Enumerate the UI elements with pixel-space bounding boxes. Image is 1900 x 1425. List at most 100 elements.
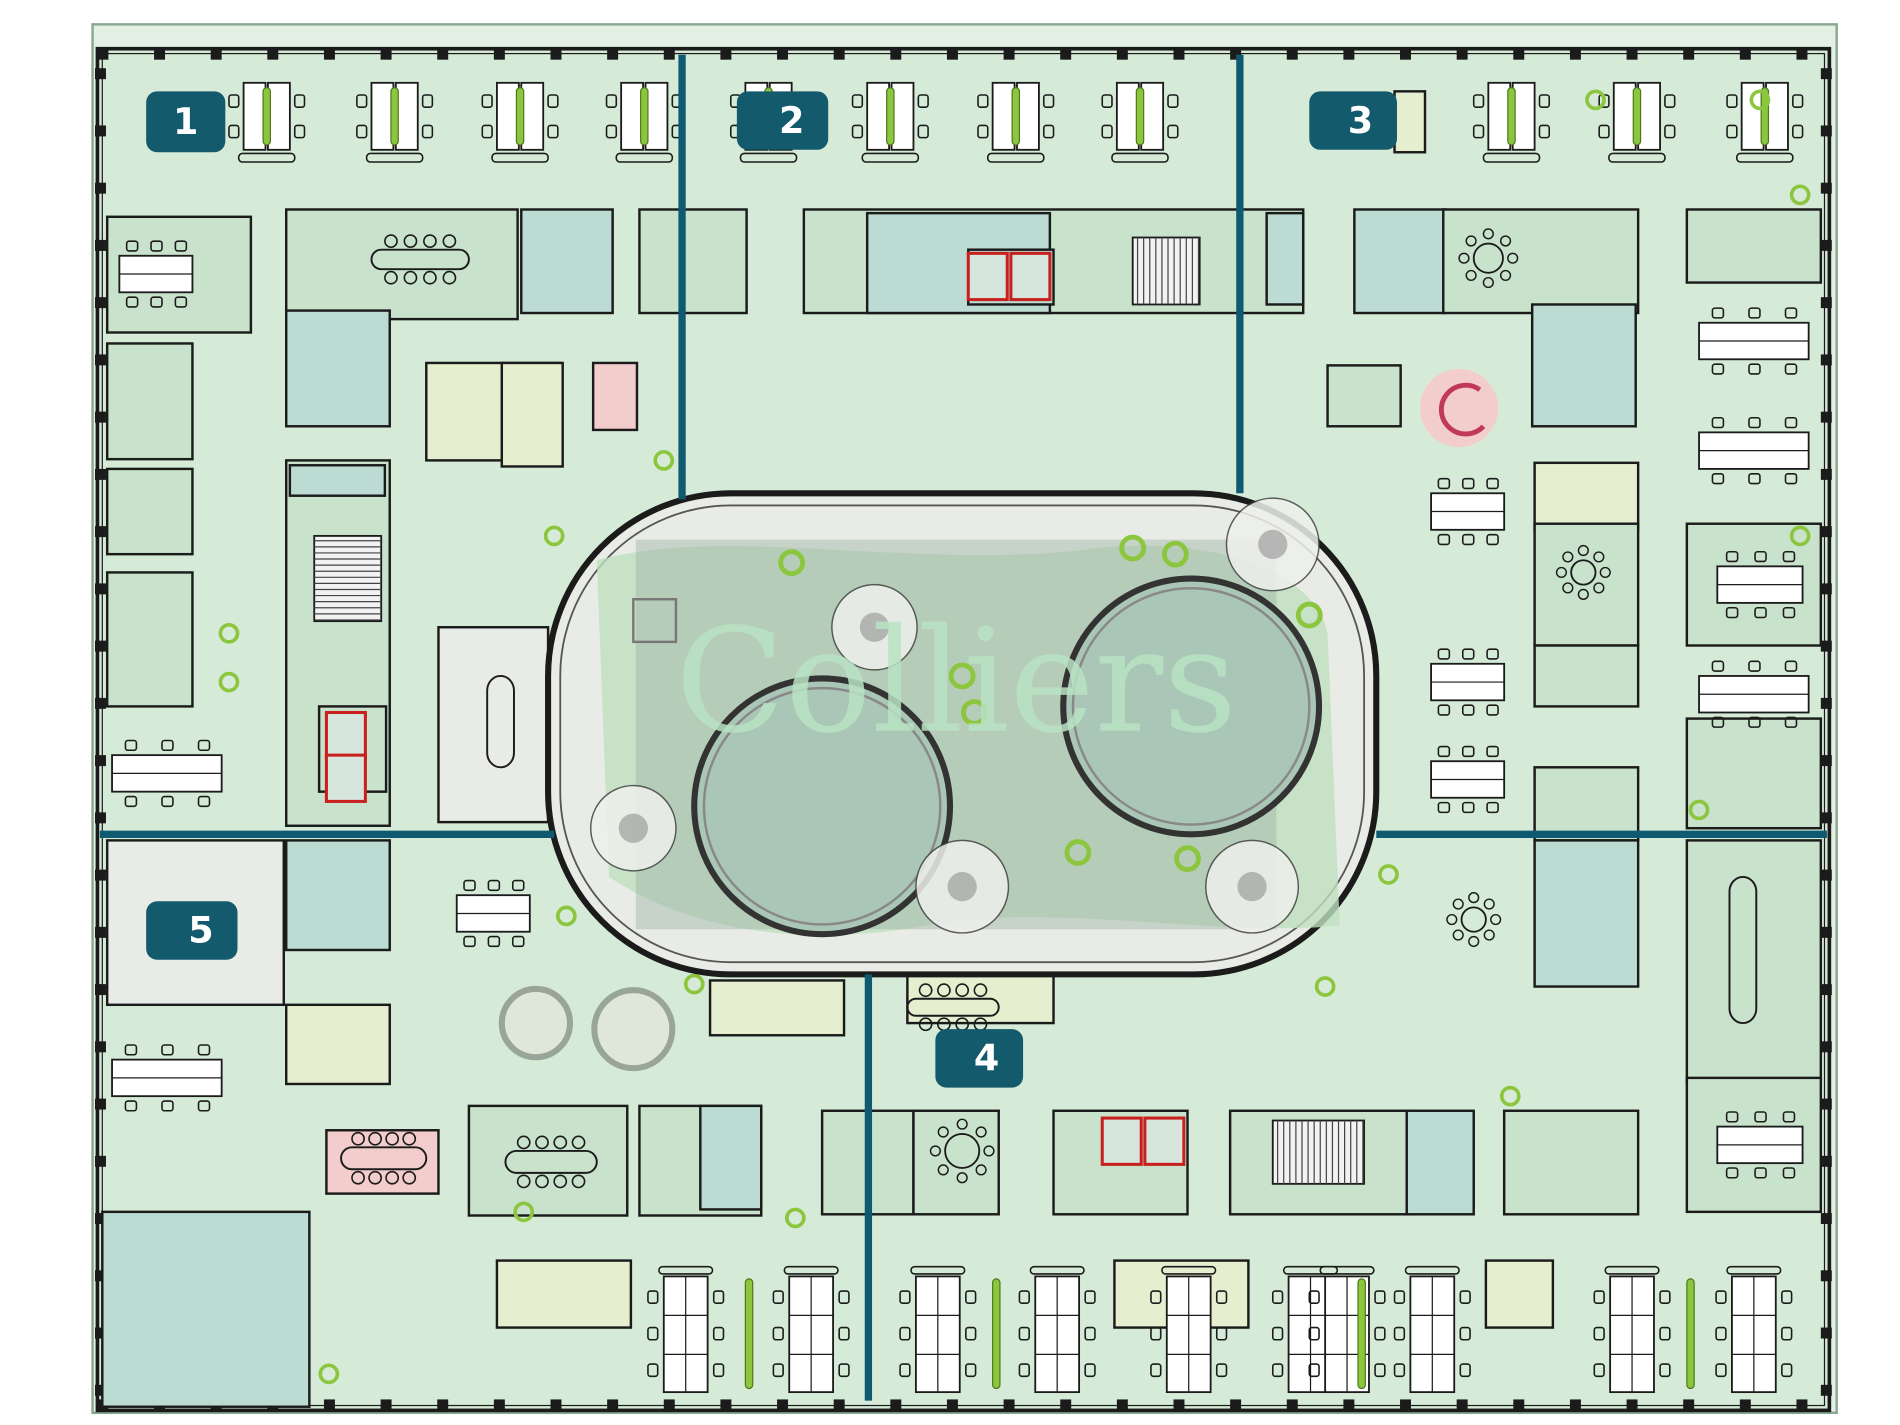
plant [318,1363,340,1385]
chair [973,983,988,998]
desk [1612,81,1637,151]
chair [174,296,188,308]
chair [917,94,929,108]
meeting-table [486,674,515,769]
bench [783,1265,839,1275]
zone-badge-label: 4 [974,1037,999,1080]
zone-dividers [99,54,1827,1401]
desk-cluster [899,1265,977,1394]
bench [910,1265,966,1275]
desk-cluster [1393,1265,1471,1394]
shrub [1119,534,1147,562]
chair [125,296,139,308]
chair [1711,660,1725,672]
chair [1748,307,1761,319]
room [285,1003,391,1086]
elevator [324,753,367,803]
chair [293,94,306,108]
chair [977,124,989,139]
zone-badge-5[interactable]: 5 [146,901,238,960]
plant [1789,525,1811,547]
chair [1784,307,1798,319]
desk-cluster [1430,477,1506,546]
chair [385,1170,400,1185]
pillar [1683,48,1695,60]
chair [917,124,929,139]
zone-badge-3[interactable]: 3 [1309,91,1397,150]
shrub [1064,839,1092,866]
pillar [550,1399,562,1411]
desk-cluster [977,81,1055,163]
planter [1011,87,1021,146]
pillar [1400,1399,1411,1411]
chair [356,94,368,108]
chair [1781,1290,1793,1304]
stair-frame [1131,236,1201,306]
chair [463,935,476,948]
pillar [95,411,106,423]
chair [1486,704,1499,716]
chair [1748,363,1761,375]
staircase [313,534,383,623]
chair [487,935,501,948]
pillar [1003,1399,1015,1411]
zone-badge-1[interactable]: 1 [146,91,226,153]
chair [975,1126,987,1138]
chair [1393,1290,1406,1304]
chair [1562,551,1574,563]
pillar [437,1399,449,1411]
table [504,1149,598,1174]
room [1353,208,1447,315]
pillar [210,48,222,60]
chair [1437,648,1451,660]
chair [1446,913,1458,926]
zone-badge-4[interactable]: 4 [935,1029,1024,1088]
pillar [1820,755,1832,767]
pillar [720,48,732,60]
pillar [95,1213,106,1225]
chair [956,1172,968,1184]
chair [351,1131,365,1146]
pillar [1286,1399,1298,1411]
chair [161,795,174,808]
chair [1577,588,1589,600]
desk-cluster [1430,648,1506,716]
room [105,342,194,461]
chair [442,270,457,285]
chair [955,983,970,998]
shrub [1295,601,1323,629]
chair [1018,1363,1030,1378]
lounge-seating [591,987,676,1072]
zone-badge-2[interactable]: 2 [736,91,829,150]
chair [124,739,138,752]
chair [1150,1326,1162,1341]
table [1472,242,1504,274]
pillar [946,1399,958,1411]
chair [929,1145,941,1157]
desk-cluster [1698,416,1810,485]
pillar [1820,1041,1832,1053]
pillar [890,1399,902,1411]
plant [543,525,565,547]
zone-badge-label: 3 [1348,99,1373,142]
desk-cluster [1593,1265,1671,1394]
staircase [1131,236,1201,306]
pillar [1820,697,1832,709]
chair [1599,566,1611,579]
desk [1140,81,1165,151]
chair [174,240,188,252]
round-table [1446,892,1502,948]
chair [1084,1326,1096,1341]
zone-badge-label: 2 [779,99,804,142]
chair [1308,1290,1320,1304]
pillar [267,48,279,60]
desk [644,81,669,151]
chair [977,94,989,108]
chair [965,1326,977,1341]
pillar [1626,1399,1638,1411]
pillar [1739,1399,1751,1411]
pillar [437,48,449,60]
chair [1538,124,1551,139]
chair [1593,551,1605,563]
chair [1711,416,1725,429]
